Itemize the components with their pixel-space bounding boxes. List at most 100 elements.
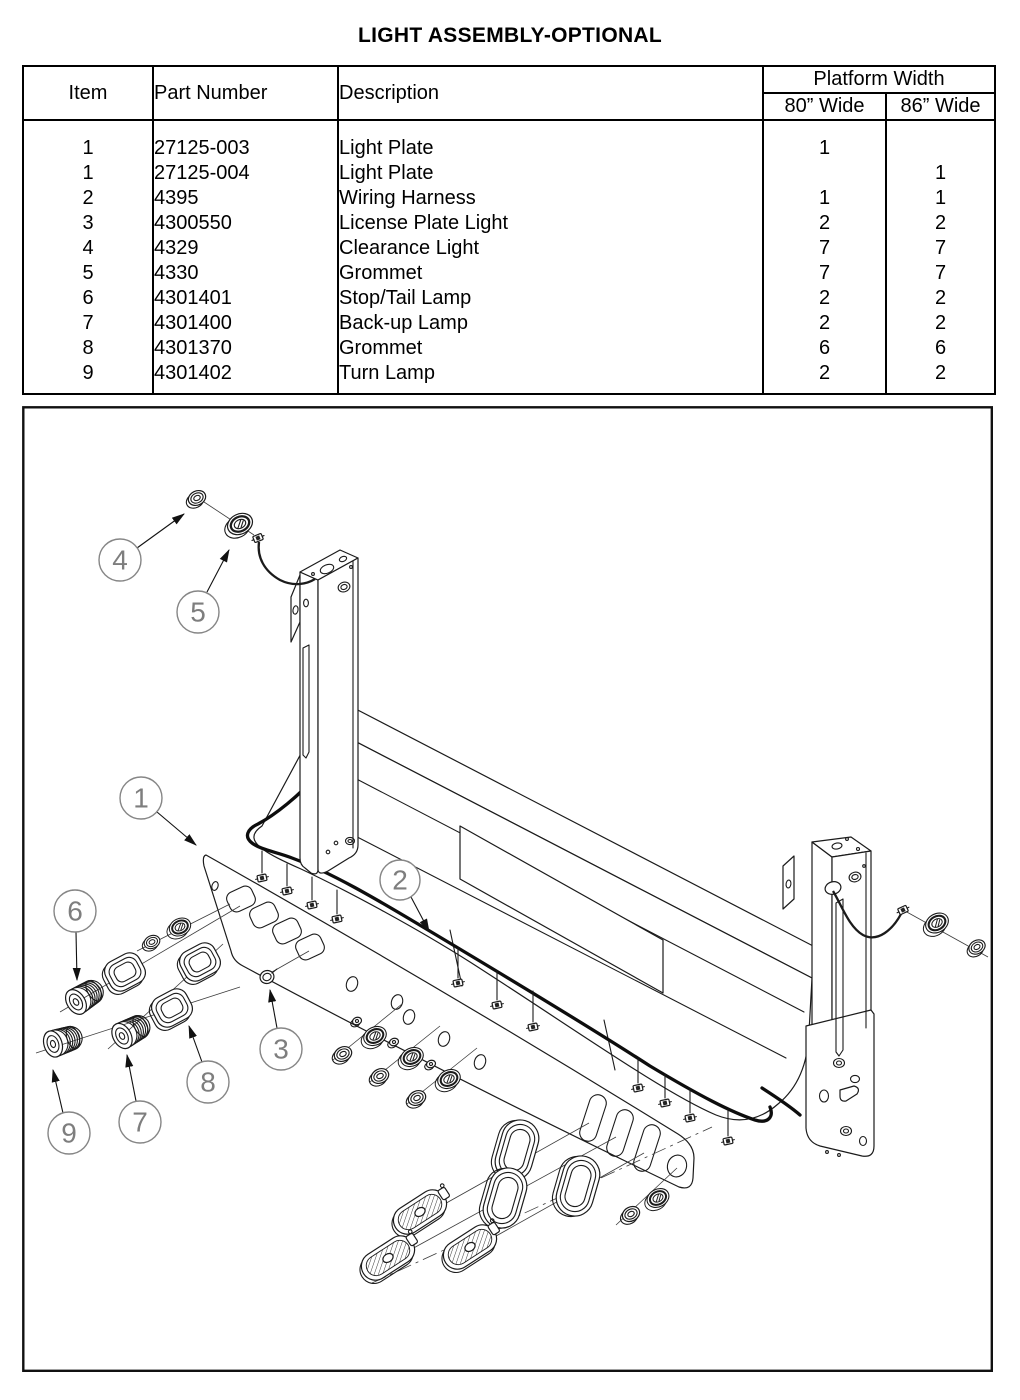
description-cell: Light Plate [337, 161, 764, 186]
lamp-grommet [172, 938, 226, 989]
part-number-cell: 4301401 [152, 286, 339, 311]
light-plate [253, 705, 845, 1121]
part-number-cell: 4329 [152, 236, 339, 261]
part-number-cell: 4301400 [152, 311, 339, 336]
col-header-description: Description [337, 65, 764, 121]
callout-5-label: 5 [190, 597, 206, 628]
item-cell: 5 [22, 261, 154, 286]
callout-3-label: 3 [273, 1034, 289, 1065]
clearance-light-grommet [365, 1065, 393, 1090]
item-cell: 9 [22, 361, 154, 394]
callout-4-label: 4 [112, 545, 128, 576]
item-cell: 3 [22, 211, 154, 236]
part-number-cell: 27125-004 [152, 161, 339, 186]
callout-8: 8 [186, 1024, 230, 1104]
clearance-light [162, 913, 196, 944]
callout-9: 9 [47, 1068, 91, 1155]
harness-connector [329, 913, 345, 925]
item-cell: 4 [22, 236, 154, 261]
page-title: LIGHT ASSEMBLY-OPTIONAL [357, 24, 663, 47]
description-cell: Stop/Tail Lamp [337, 286, 764, 311]
hook-cutout [839, 1085, 860, 1102]
item-cell: 8 [22, 336, 154, 361]
harness-drop-wires [261, 850, 729, 1137]
callout-7-label: 7 [132, 1107, 148, 1138]
callout-2-label: 2 [392, 865, 408, 896]
right-mounting-bracket [782, 836, 875, 1157]
lamp-mounting-plate [202, 854, 695, 1189]
middle-light-sets [328, 1003, 478, 1112]
description-cell: License Plate Light [337, 211, 764, 236]
callout-6-label: 6 [67, 896, 83, 927]
light-wire [832, 890, 903, 939]
callout-9-label: 9 [61, 1118, 77, 1149]
col-header-part-number: Part Number [152, 65, 339, 121]
oval-lamp-grommet [547, 1150, 605, 1223]
description-cell: Turn Lamp [337, 361, 764, 394]
clearance-light-grommet [328, 1043, 356, 1068]
qty-80-cell: 2 [762, 311, 887, 336]
clearance-light-rear [182, 487, 210, 512]
clearance-light-rear [963, 936, 990, 961]
col-header-platform-width: Platform Width [762, 65, 996, 94]
left-lamp-cluster [35, 903, 241, 1061]
qty-86-cell: 2 [885, 361, 996, 394]
callout-4: 4 [98, 513, 185, 582]
qty-80-cell: 1 [762, 120, 887, 161]
qty-86-cell: 7 [885, 261, 996, 286]
oval-lamp [384, 1180, 459, 1244]
wire-connector [895, 903, 911, 917]
oval-lamp [352, 1226, 427, 1290]
part-number-cell: 4301402 [152, 361, 339, 394]
bottom-lamp-cluster [352, 1114, 713, 1290]
part-number-cell: 4330 [152, 261, 339, 286]
grommet-ring [219, 508, 259, 544]
item-cell: 2 [22, 186, 154, 211]
callout-3: 3 [259, 988, 303, 1071]
harness-connector [489, 999, 505, 1011]
part-number-cell: 4301370 [152, 336, 339, 361]
grommet-ring [917, 907, 954, 942]
harness-connector [720, 1135, 736, 1147]
qty-86-cell: 7 [885, 236, 996, 261]
clearance-light [639, 1183, 675, 1216]
right-light-assembly [832, 890, 990, 961]
description-cell: Wiring Harness [337, 186, 764, 211]
top-left-light-assembly [182, 487, 316, 586]
harness-connector [682, 1112, 698, 1124]
harness-connector [254, 872, 270, 884]
light-wire [257, 541, 316, 586]
callout-7: 7 [118, 1053, 162, 1144]
item-cell: 1 [22, 161, 154, 186]
qty-86-cell: 2 [885, 311, 996, 336]
diagram-border [22, 406, 993, 1372]
callout-5: 5 [176, 549, 230, 634]
exploded-view-diagram: 1 2 3 4 5 6 7 [22, 406, 993, 1372]
callout-6: 6 [53, 889, 97, 982]
qty-80-cell: 7 [762, 236, 887, 261]
plate-cutout [459, 825, 664, 994]
qty-86-cell: 2 [885, 286, 996, 311]
qty-80-cell: 2 [762, 286, 887, 311]
clearance-light-grommet [616, 1202, 644, 1228]
description-cell: Clearance Light [337, 236, 764, 261]
harness-connector [525, 1021, 541, 1033]
clearance-light-grommet [402, 1087, 430, 1112]
parts-table: Item Part Number Description Platform Wi… [22, 65, 996, 395]
lamp-grommet [97, 948, 151, 999]
license-plate-light [259, 950, 310, 985]
harness-connector [630, 1082, 646, 1094]
qty-80-cell [762, 161, 887, 186]
description-cell: Back-up Lamp [337, 311, 764, 336]
qty-86-cell: 6 [885, 336, 996, 361]
callout-8-label: 8 [200, 1067, 216, 1098]
stop-tail-lamp [60, 974, 110, 1019]
qty-80-cell: 7 [762, 261, 887, 286]
